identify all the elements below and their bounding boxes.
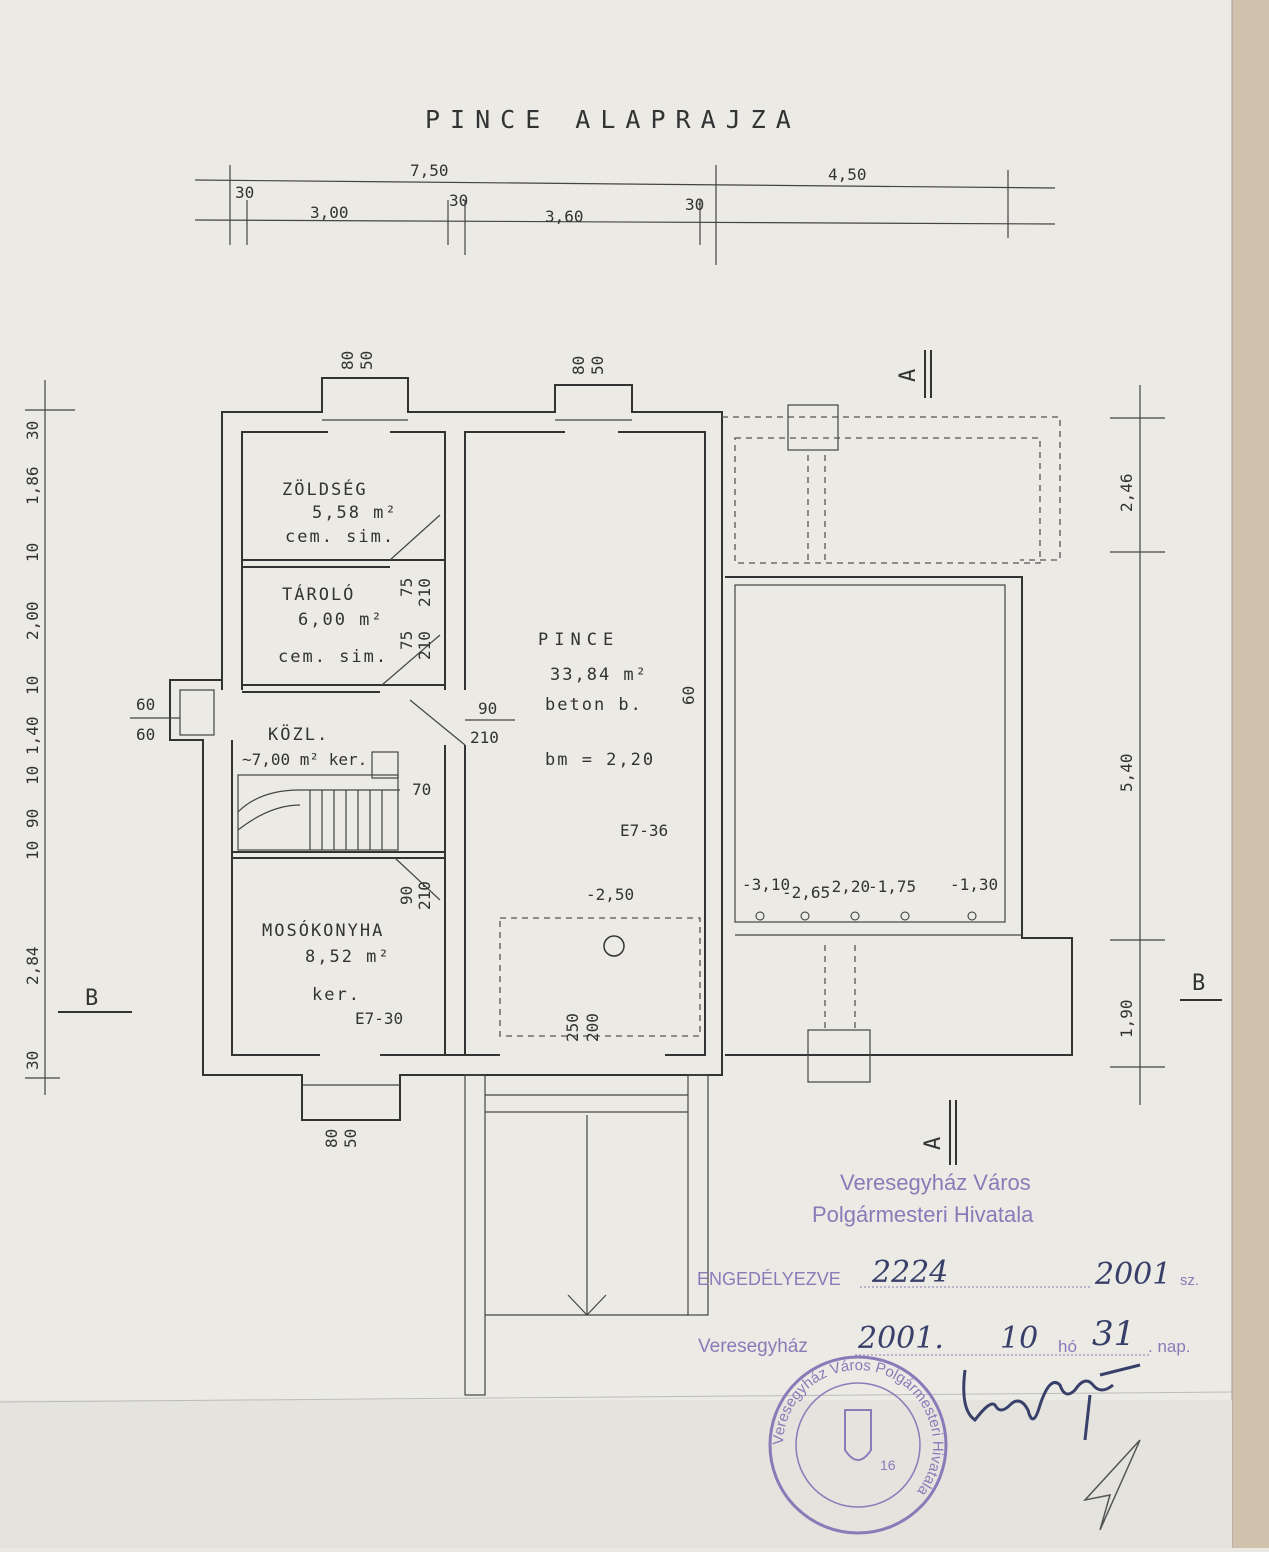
stamp-sz: sz. bbox=[1180, 1272, 1199, 1289]
dim-4-50: 4,50 bbox=[828, 165, 867, 184]
room-kozl-area: ~7,00 m² ker. bbox=[242, 750, 367, 769]
dim-left-9: 2,84 bbox=[23, 946, 42, 985]
level-3: -2,20 bbox=[822, 877, 870, 896]
stamp-ho: hó bbox=[1058, 1337, 1077, 1356]
room-zoldseg-name: ZÖLDSÉG bbox=[282, 478, 368, 500]
win-top-left-h: 50 bbox=[357, 351, 376, 370]
door-tarolo-2-h: 210 bbox=[415, 631, 434, 660]
room-kozl-name: KÖZL. bbox=[268, 723, 329, 745]
win-bottom-h: 50 bbox=[341, 1129, 360, 1148]
level-4: -1,75 bbox=[868, 877, 916, 896]
pince-opening-w: 250 bbox=[563, 1013, 582, 1042]
dim-wall-3: 30 bbox=[685, 195, 704, 214]
dim-left-4: 10 bbox=[23, 676, 42, 695]
section-b-right: B bbox=[1192, 971, 1205, 996]
dim-wall-1: 30 bbox=[235, 183, 254, 202]
dim-3-60: 3,60 bbox=[545, 207, 584, 226]
dim-left-6: 10 bbox=[23, 766, 42, 785]
room-pince-area: 33,84 m² bbox=[550, 665, 648, 685]
dim-left-10: 30 bbox=[23, 1051, 42, 1070]
dim-left-2: 10 bbox=[23, 543, 42, 562]
room-pince-floor: beton b. bbox=[545, 695, 643, 715]
room-labels: ZÖLDSÉG 5,58 m² cem. sim. TÁROLÓ 6,00 m²… bbox=[242, 478, 668, 1028]
annex-outline bbox=[722, 404, 1073, 1083]
stamp-place: Veresegyház bbox=[698, 1336, 808, 1357]
building-walls bbox=[169, 377, 723, 1396]
section-b-left: B bbox=[85, 986, 98, 1011]
dim-right-5-40: 5,40 bbox=[1117, 753, 1136, 792]
section-a-top: A bbox=[896, 369, 921, 382]
dim-left-3: 2,00 bbox=[23, 601, 42, 640]
room-zoldseg-floor: cem. sim. bbox=[285, 527, 395, 547]
small-60: 60 bbox=[679, 686, 698, 705]
room-tarolo-floor: cem. sim. bbox=[278, 647, 388, 667]
door-pince-h: 210 bbox=[470, 728, 499, 747]
pince-opening-h: 200 bbox=[583, 1013, 602, 1042]
dim-left-7: 90 bbox=[23, 809, 42, 828]
dim-left-8: 10 bbox=[23, 841, 42, 860]
room-mosokonyha-area: 8,52 m² bbox=[305, 947, 391, 967]
pince-e-mark: E7-36 bbox=[620, 821, 668, 840]
approval-number: 2224 bbox=[871, 1255, 948, 1290]
stamp-line-1: Veresegyház Város bbox=[840, 1170, 1031, 1195]
door-tarolo-2-w: 75 bbox=[397, 631, 416, 650]
dim-right-1-90: 1,90 bbox=[1117, 999, 1136, 1038]
win-left-w: 60 bbox=[136, 695, 155, 714]
room-mosokonyha-floor: ker. bbox=[312, 985, 361, 1005]
win-top-mid-w: 80 bbox=[569, 356, 588, 375]
staircase bbox=[237, 751, 400, 851]
annex-levels: -3,10 -2,65 -2,20 -1,75 -1,30 bbox=[742, 875, 998, 921]
door-moso-h: 210 bbox=[415, 881, 434, 910]
room-mosokonyha-name: MOSÓKONYHA bbox=[262, 919, 384, 941]
stamp-nap: . nap. bbox=[1148, 1337, 1191, 1356]
door-moso-w: 90 bbox=[397, 886, 416, 905]
dim-left-0: 30 bbox=[23, 421, 42, 440]
room-tarolo-area: 6,00 m² bbox=[298, 610, 384, 630]
section-a-bottom: A bbox=[921, 1137, 946, 1150]
mosokonyha-e-mark: E7-30 bbox=[355, 1009, 403, 1028]
door-tarolo-1-h: 210 bbox=[415, 578, 434, 607]
door-pince-w: 90 bbox=[478, 699, 497, 718]
stamp-line-2: Polgármesteri Hivatala bbox=[812, 1202, 1034, 1227]
level-1: -3,10 bbox=[742, 875, 790, 894]
signature bbox=[962, 1363, 1141, 1441]
level-5: -1,30 bbox=[950, 875, 998, 894]
pince-level: -2,50 bbox=[586, 885, 634, 904]
dim-wall-2: 30 bbox=[449, 191, 468, 210]
date-month: 10 bbox=[1000, 1321, 1038, 1356]
dim-left-5: 1,40 bbox=[23, 716, 42, 755]
room-pince-height: bm = 2,20 bbox=[545, 750, 655, 770]
top-dimensions: 7,50 4,50 30 3,00 30 3,60 30 bbox=[194, 161, 1056, 265]
door-tarolo-1-w: 75 bbox=[397, 578, 416, 597]
section-marks: A A B B bbox=[58, 350, 1222, 1165]
plan-title: PINCE ALAPRAJZA bbox=[425, 105, 801, 134]
room-tarolo-name: TÁROLÓ bbox=[282, 583, 355, 605]
dim-left-1: 1,86 bbox=[23, 466, 42, 505]
left-dimensions: 30 1,86 10 2,00 10 1,40 10 90 10 2,84 30 bbox=[23, 380, 75, 1095]
win-top-mid-h: 50 bbox=[588, 356, 607, 375]
room-pince-name: PINCE bbox=[538, 630, 619, 650]
room-zoldseg-area: 5,58 m² bbox=[312, 503, 398, 523]
win-bottom-w: 80 bbox=[322, 1129, 341, 1148]
dim-right-2-46: 2,46 bbox=[1117, 473, 1136, 512]
level-2: -2,65 bbox=[782, 883, 830, 902]
win-top-left-w: 80 bbox=[338, 351, 357, 370]
dim-7-50: 7,50 bbox=[410, 161, 449, 180]
win-left-h: 60 bbox=[136, 725, 155, 744]
stamp-approved-label: ENGEDÉLYEZVE bbox=[697, 1269, 841, 1289]
approval-year: 2001 bbox=[1094, 1257, 1171, 1292]
date-year: 2001. bbox=[857, 1321, 944, 1356]
paper-edge bbox=[1232, 0, 1269, 1548]
right-dimensions: 2,46 5,40 1,90 bbox=[1110, 385, 1165, 1105]
opening-dimensions: 80 50 80 50 80 50 60 60 75 210 75 210 90… bbox=[130, 351, 698, 1148]
dim-3-00: 3,00 bbox=[310, 203, 349, 222]
date-day: 31 bbox=[1092, 1314, 1135, 1354]
seal-number: 16 bbox=[880, 1457, 896, 1473]
stair-dim: 70 bbox=[412, 780, 431, 799]
